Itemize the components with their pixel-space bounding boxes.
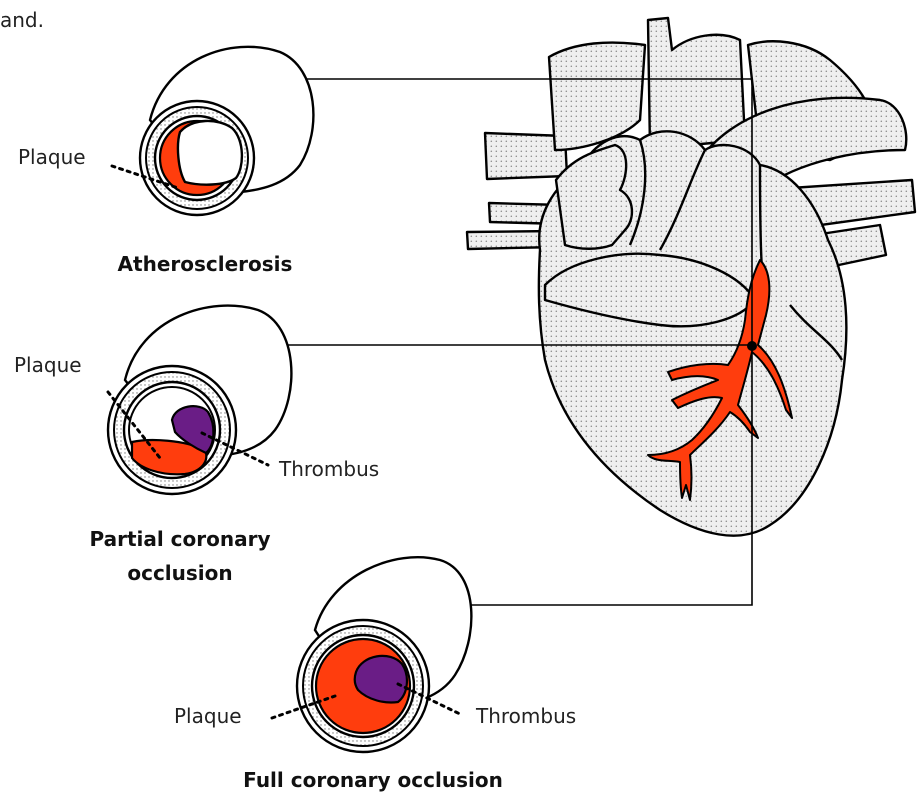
panel-title-line-2: occlusion [127, 561, 232, 585]
thrombus-label: Thrombus [278, 457, 379, 481]
plaque-label: Plaque [18, 145, 86, 169]
panel-atherosclerosis: Plaque Atherosclerosis [18, 47, 313, 276]
superior-vessel-left [549, 43, 645, 150]
panel-title: Full coronary occlusion [243, 768, 503, 792]
panel-partial-occlusion: Plaque Thrombus Partial coronary occlusi… [14, 306, 379, 585]
artery-lumen [178, 121, 242, 185]
plaque-label: Plaque [174, 704, 242, 728]
thrombus-label: Thrombus [475, 704, 576, 728]
panel-title: Atherosclerosis [118, 252, 293, 276]
plaque-label: Plaque [14, 353, 82, 377]
panel-title-line-1: Partial coronary [89, 527, 270, 551]
panel-full-occlusion: Plaque Thrombus Full coronary occlusion [174, 557, 576, 792]
top-text: and. [0, 8, 44, 32]
